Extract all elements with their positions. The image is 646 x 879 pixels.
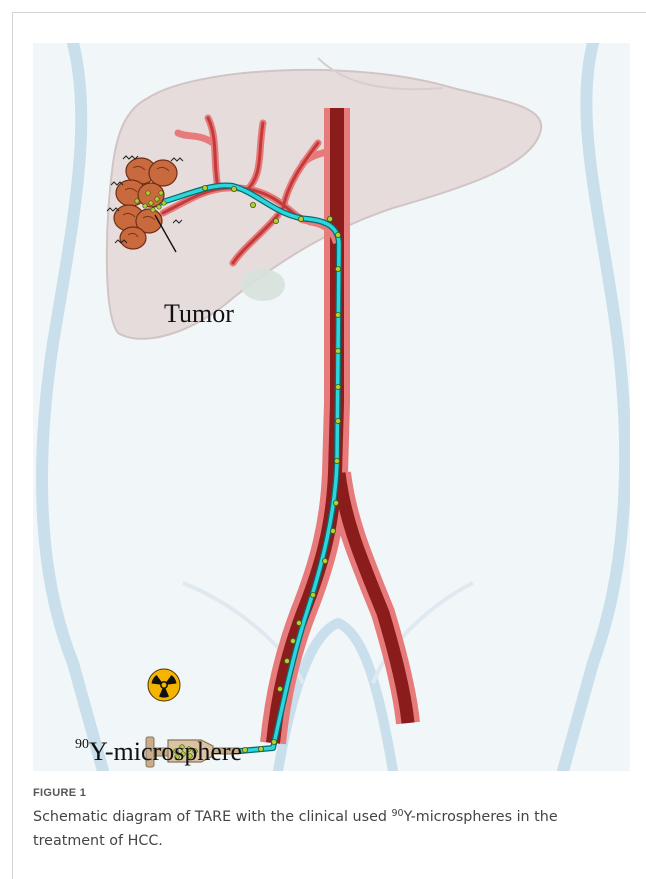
- tumor-label: Tumor: [164, 299, 234, 329]
- microsphere-isotope-superscript: 90: [75, 737, 89, 752]
- figure-label: FIGURE 1: [33, 787, 623, 799]
- radiation-icon: [148, 669, 180, 701]
- caption-text: Schematic diagram of TARE with the clini…: [33, 805, 623, 853]
- tare-diagram: Tumor 90Y-microsphere: [33, 43, 630, 771]
- caption-superscript: 90: [391, 808, 403, 819]
- microsphere-label-text: Y-microsphere: [89, 737, 242, 766]
- microsphere-label: 90Y-microsphere: [75, 737, 242, 767]
- caption-text-before: Schematic diagram of TARE with the clini…: [33, 809, 391, 825]
- figure-caption: FIGURE 1 Schematic diagram of TARE with …: [33, 787, 623, 853]
